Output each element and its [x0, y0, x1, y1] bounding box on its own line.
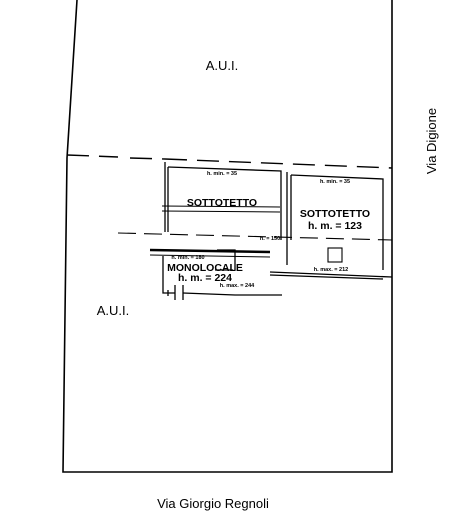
room-right-hmax: h. max. = 212 — [314, 267, 348, 273]
studio-hm: h. m. = 224 — [178, 272, 232, 284]
room-left-walls — [161, 162, 282, 240]
studio-hmax: h. max. = 244 — [220, 283, 255, 289]
studio-hmin: h. min. = 180 — [171, 255, 204, 261]
level-150-label: h. = 150 — [260, 236, 280, 242]
studio-name: MONOLOCALE — [167, 262, 243, 274]
room-right-hmin: h. min. = 35 — [320, 179, 350, 185]
room-right-name: SOTTOTETTO — [300, 208, 370, 220]
street-label-bottom: Via Giorgio Regnoli — [157, 496, 269, 511]
room-right-walls — [286, 172, 384, 270]
area-label-top: A.U.I. — [206, 58, 239, 73]
lot-boundary — [62, 0, 393, 473]
room-left-name: SOTTOTETTO — [187, 197, 257, 209]
dashed-boundary — [66, 154, 393, 241]
area-label-left: A.U.I. — [97, 303, 130, 318]
street-label-right: Via Digione — [424, 108, 439, 174]
studio-walls — [149, 248, 393, 300]
room-left-hmin: h. min. = 35 — [207, 171, 237, 177]
room-right-hm: h. m. = 123 — [308, 220, 362, 232]
